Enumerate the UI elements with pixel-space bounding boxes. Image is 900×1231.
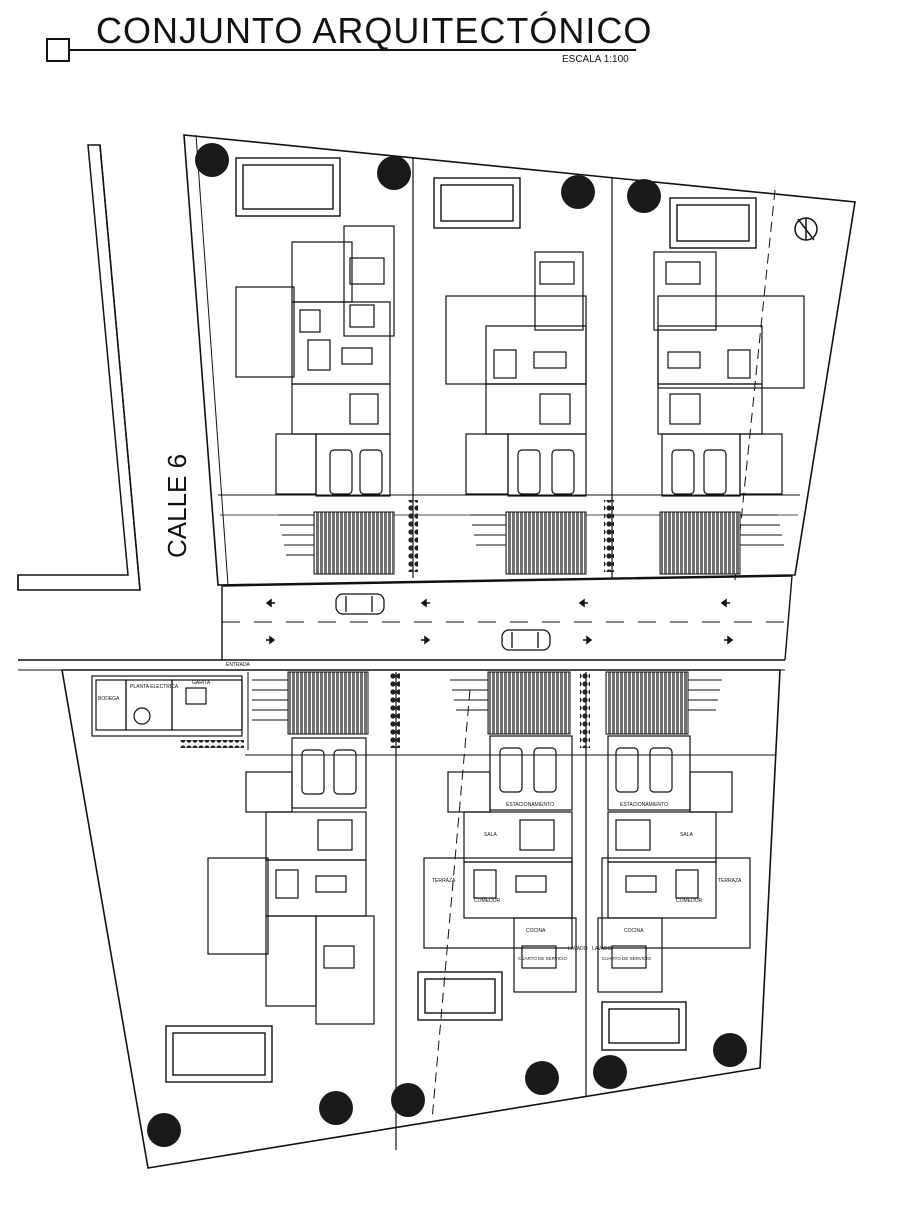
north-house-3: [653, 251, 805, 497]
label-sala: SALA: [680, 832, 693, 838]
drawing-scale: ESCALA 1:100: [562, 54, 629, 65]
label-comedor: COMEDOR: [676, 898, 703, 904]
south-hedges: [390, 672, 590, 748]
label-lavado: LAVADO: [592, 946, 612, 952]
north-steps: [278, 514, 784, 556]
south-trees: [147, 1033, 747, 1147]
label-estacionamiento: ESTACIONAMIENTO: [506, 802, 554, 808]
north-trees: [195, 143, 661, 213]
north-house-1: [235, 225, 395, 497]
neighbour-block: [17, 144, 141, 591]
label-comedor: COMEDOR: [474, 898, 501, 904]
car-icon: [335, 593, 385, 615]
label-estacionamiento: ESTACIONAMIENTO: [620, 802, 668, 808]
south-driveways: [287, 671, 689, 735]
lane-arrows: [265, 598, 734, 645]
title-checkbox: [46, 38, 70, 62]
label-terraza: TERRAZA: [718, 878, 742, 884]
label-cocina: COCINA: [624, 928, 644, 934]
label-cuarto-de-servicio: CUARTO DE SERVICIO: [602, 956, 652, 961]
car-icon: [501, 629, 551, 651]
street-name: CALLE 6: [162, 454, 192, 558]
north-hedges: [408, 500, 614, 572]
north-pools: [235, 157, 757, 249]
label-terraza: TERRAZA: [432, 878, 456, 884]
south-house-2: [423, 735, 577, 993]
title-underline: [70, 49, 636, 51]
label-garita: GARITA: [192, 680, 211, 686]
south-steps: [252, 679, 722, 721]
drawing-title: CONJUNTO ARQUITECTÓNICO: [96, 10, 653, 51]
entry-hedge: [180, 740, 244, 748]
label-sala: SALA: [484, 832, 497, 838]
south-pools: [165, 971, 687, 1083]
south-house-3: [597, 735, 751, 993]
label-bodega: BODEGA: [98, 696, 120, 702]
label-lavado: LAVADO: [568, 946, 588, 952]
north-arrow-icon: [794, 217, 818, 241]
label-cocina: COCINA: [526, 928, 546, 934]
label-cuarto-de-servicio: CUARTO DE SERVICIO: [518, 956, 568, 961]
service-building: [91, 675, 243, 737]
north-driveways: [313, 511, 741, 575]
north-house-2: [445, 251, 587, 497]
label-planta-electrica: PLANTA ELECTRICA: [130, 684, 179, 690]
south-house-1: [207, 737, 375, 1025]
label-entrada: ENTRADA: [226, 662, 251, 668]
